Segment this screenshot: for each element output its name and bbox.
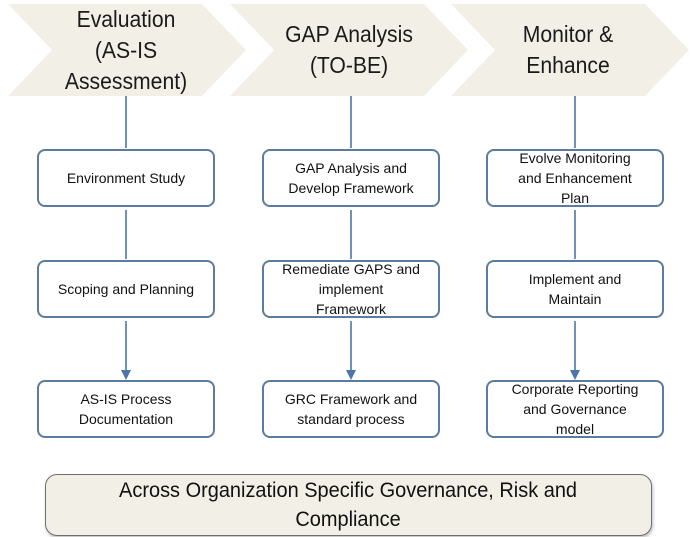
step-label: GAP Analysis and [295,160,407,176]
step-label: GRC Framework and [284,391,418,407]
step-label: Remediate GAPS and [282,261,420,277]
header-line: Monitor & [522,21,614,47]
footer-banner: Across Organization Specific Governance,… [45,474,652,536]
step-label: Corporate Reporting [511,381,639,397]
step-label: Evolve Monitoring [519,150,631,166]
chevron-monitor [451,4,689,96]
chevron-gap-analysis [230,4,468,96]
header-evaluation: Evaluation (AS-IS Assessment) [35,4,217,96]
step-label: Scoping and Planning [57,281,195,297]
header-monitor-enhance: Monitor & Enhance [476,4,660,96]
step-label: AS-IS Process [80,391,172,407]
step-label: Implement and [528,271,622,287]
step-gap-analysis-framework: GAP Analysis and Develop Framework [262,149,440,207]
chevron-evaluation [8,4,246,96]
step-label: standard process [297,411,405,427]
header-line: (AS-IS [94,36,158,63]
step-label: Framework [315,301,386,317]
step-label: Environment Study [66,170,186,186]
footer-line: Across Organization Specific Governance,… [119,479,578,502]
step-label: Documentation [78,411,174,427]
step-label: Maintain [548,291,602,307]
step-label: Plan [560,190,589,206]
header-gap-analysis: GAP Analysis (TO-BE) [257,4,441,96]
step-asis-documentation: AS-IS Process Documentation [37,380,215,438]
header-line: Evaluation [76,5,176,32]
header-line: (TO-BE) [309,52,389,78]
header-line: Enhance [526,52,610,78]
header-line: GAP Analysis [285,21,413,47]
step-label: Develop Framework [288,180,414,196]
step-label: and Enhancement [518,170,632,186]
step-label: implement [318,281,384,297]
step-label: and Governance [523,401,627,417]
step-remediate-gaps: Remediate GAPS and implement Framework [262,260,440,318]
step-implement-maintain: Implement and Maintain [486,260,664,318]
step-evolve-monitoring: Evolve Monitoring and Enhancement Plan [486,149,664,207]
step-corporate-reporting: Corporate Reporting and Governance model [486,380,664,438]
step-label: model [555,421,595,437]
step-grc-framework: GRC Framework and standard process [262,380,440,438]
footer-line: Compliance [295,508,402,531]
header-line: Assessment) [64,67,188,94]
step-environment-study: Environment Study [37,149,215,207]
step-scoping-planning: Scoping and Planning [37,260,215,318]
